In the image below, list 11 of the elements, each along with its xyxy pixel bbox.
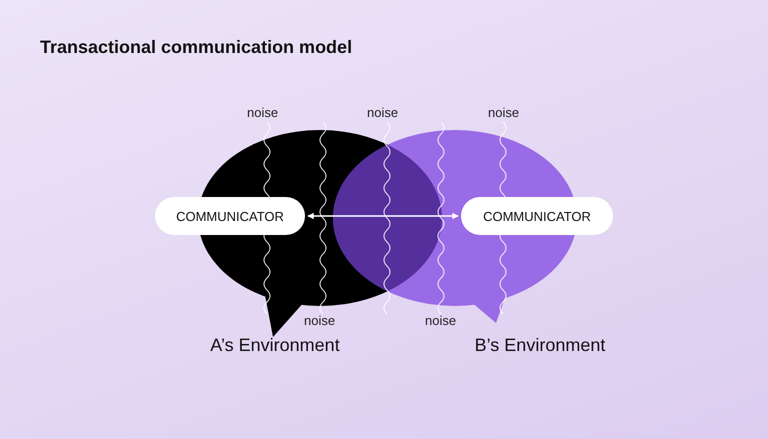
double-arrow xyxy=(307,212,459,220)
environment-label: B’s Environment xyxy=(440,335,640,356)
noise-label: noise xyxy=(488,105,520,120)
noise-label: noise xyxy=(247,105,278,120)
communicator-pill: COMMUNICATOR xyxy=(155,197,305,235)
environment-label: A’s Environment xyxy=(175,335,375,356)
noise-label: noise xyxy=(425,313,456,328)
noise-label: noise xyxy=(304,313,336,328)
communicator-pill: COMMUNICATOR xyxy=(461,197,613,235)
noise-label: noise xyxy=(367,105,398,120)
diagram-title: Transactional communication model xyxy=(40,37,352,58)
